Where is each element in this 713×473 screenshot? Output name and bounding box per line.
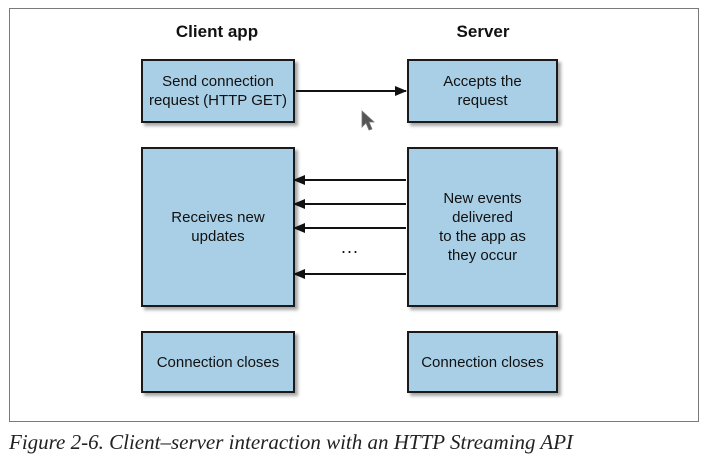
accepts-request-box: Accepts the request [407,59,558,123]
client-app-header: Client app [175,22,259,41]
events-delivered-label: New events delivered to the app as they … [439,190,526,264]
events-delivered-box: New events delivered to the app as they … [407,147,558,307]
figure-frame [9,8,699,422]
server-closes-label: Connection closes [421,353,544,371]
client-closes-box: Connection closes [141,331,295,393]
receives-updates-box: Receives new updates [141,147,295,307]
send-request-label: Send connection request (HTTP GET) [148,73,288,109]
client-closes-label: Connection closes [156,353,280,371]
send-request-box: Send connection request (HTTP GET) [141,59,295,123]
server-header: Server [456,22,510,41]
accepts-request-label: Accepts the request [443,73,522,109]
figure-caption: Figure 2-6. Client–server interaction wi… [9,430,574,454]
mouse-pointer-icon [361,110,375,131]
receives-updates-label: Receives new updates [171,209,265,245]
ellipsis-continuation: ... [340,237,359,257]
server-closes-box: Connection closes [407,331,558,393]
